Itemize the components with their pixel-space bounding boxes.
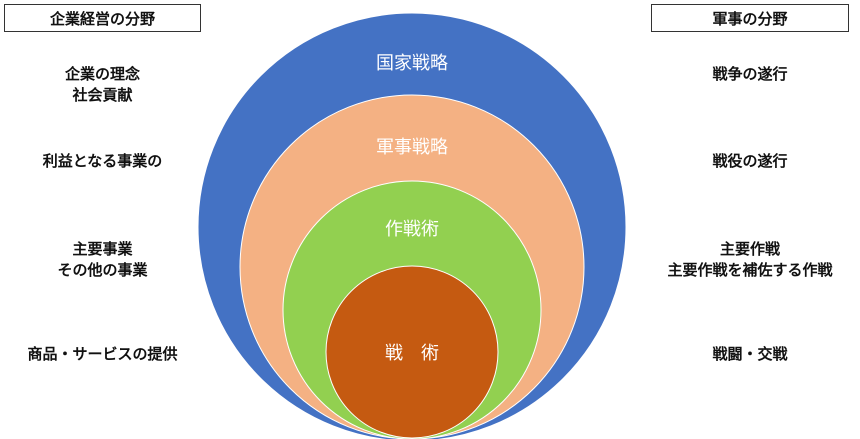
- military-item-battle: 戦闘・交戦: [712, 345, 788, 363]
- business-header: 企業経営の分野: [4, 4, 201, 32]
- military-strategy-label: 軍事戦略: [376, 137, 448, 158]
- business-item-products-services: 商品・サービスの提供: [27, 345, 178, 363]
- military-item-operations: 主要作戦 主要作戦を補佐する作戦: [667, 240, 833, 279]
- operational-art-label: 作戦術: [385, 219, 439, 240]
- military-item-campaign: 戦役の遂行: [712, 152, 788, 170]
- military-item-war: 戦争の遂行: [712, 65, 788, 83]
- tactics-label: 戦 術: [385, 343, 439, 364]
- business-item-philosophy: 企業の理念 社会貢献: [64, 65, 140, 104]
- military-header: 軍事の分野: [651, 4, 849, 32]
- tactics-circle: [325, 265, 499, 439]
- business-header-label: 企業経営の分野: [49, 9, 155, 28]
- business-item-main-business: 主要事業 その他の事業: [57, 240, 148, 279]
- national-strategy-label: 国家戦略: [376, 53, 448, 74]
- business-item-profitable: 利益となる事業の: [42, 152, 163, 170]
- military-header-label: 軍事の分野: [712, 9, 788, 28]
